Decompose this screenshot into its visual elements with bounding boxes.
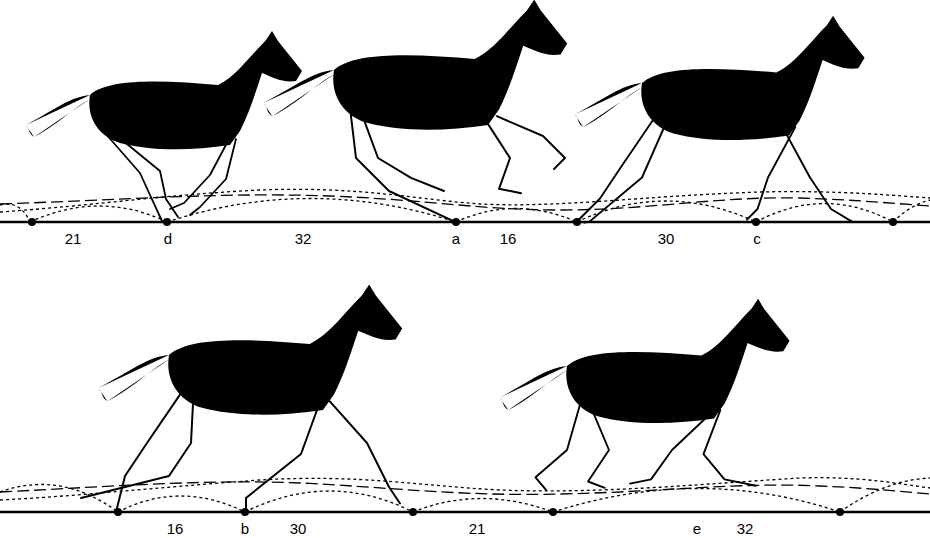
horse-figure — [500, 299, 790, 490]
footfall-letter: e — [691, 521, 703, 537]
footfall-letter: a — [450, 231, 462, 247]
stride-number: 32 — [293, 231, 314, 247]
stride-number: 21 — [63, 231, 84, 247]
footfall-letter: c — [751, 231, 763, 247]
horse-figure — [264, 0, 568, 222]
stride-number: 30 — [656, 231, 677, 247]
stride-number: 32 — [735, 521, 756, 537]
footfall-letter: b — [239, 521, 251, 537]
horse-figure — [575, 16, 865, 223]
stride-number: 30 — [288, 521, 309, 537]
hoof-arcs — [0, 189, 930, 512]
horse-figure — [81, 285, 402, 512]
stride-number: 21 — [467, 521, 488, 537]
footfall-letter: d — [162, 231, 174, 247]
horse-figure — [26, 31, 302, 221]
ground-lines — [0, 222, 930, 512]
body-trajectory — [0, 195, 930, 494]
dots — [28, 218, 897, 516]
stride-number: 16 — [165, 521, 186, 537]
stride-number: 16 — [498, 231, 519, 247]
